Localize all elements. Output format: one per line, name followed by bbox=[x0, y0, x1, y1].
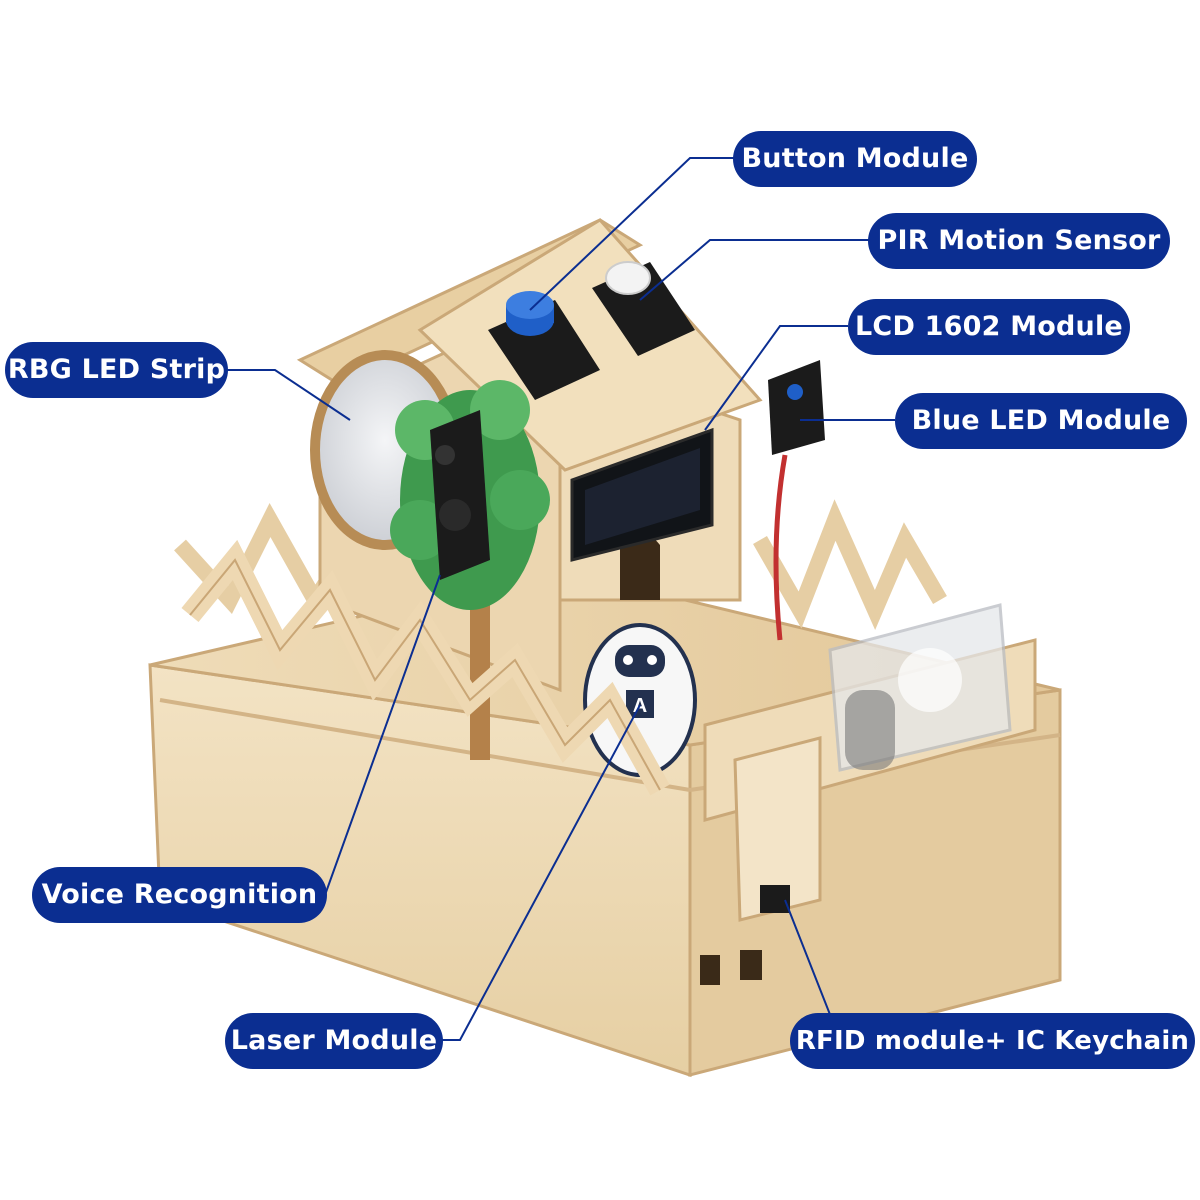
lcd-1602-module-label: LCD 1602 Module bbox=[848, 299, 1130, 355]
voice-recognition-label: Voice Recognition bbox=[32, 867, 327, 923]
blue-led-post bbox=[768, 360, 825, 641]
blue-led-module-label: Blue LED Module bbox=[895, 393, 1187, 449]
lcd-display bbox=[570, 427, 714, 562]
front-fence bbox=[181, 539, 670, 796]
pir-motion-sensor-label: PIR Motion Sensor bbox=[868, 213, 1170, 269]
rfid-panel bbox=[703, 603, 1037, 922]
tree bbox=[390, 380, 550, 760]
button-module-label: Button Module bbox=[733, 131, 977, 187]
pir-sensor-board bbox=[592, 261, 695, 356]
rbg-led-strip-label: RBG LED Strip bbox=[5, 342, 228, 398]
rfid-module-label: RFID module+ IC Keychain bbox=[790, 1013, 1195, 1069]
laser-module-label: Laser Module bbox=[225, 1013, 443, 1069]
